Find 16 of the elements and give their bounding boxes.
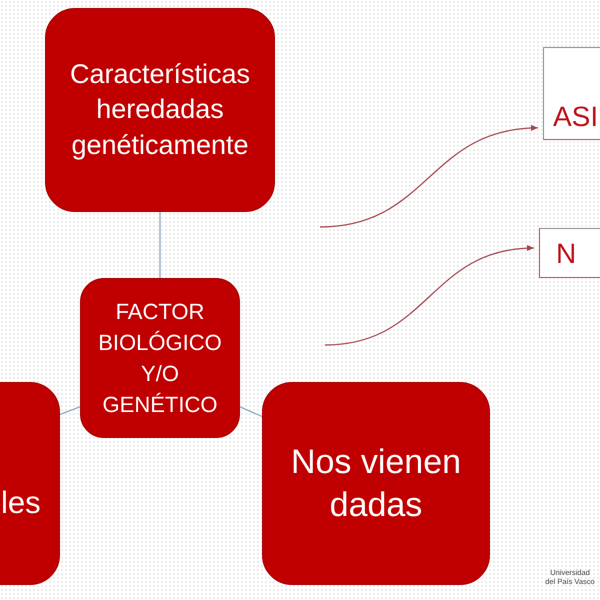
curved-arrow: [320, 125, 538, 228]
node-text: ASI: [553, 100, 598, 134]
node-text: FACTOR BIOLÓGICO Y/O GENÉTICO: [97, 298, 223, 420]
connector-line: [60, 406, 80, 416]
connector-line: [240, 406, 262, 418]
concept-box: [262, 382, 490, 585]
concept-box: [45, 8, 275, 212]
node-text: Nos vienen dadas: [290, 442, 462, 526]
outline-box: [543, 47, 600, 140]
node-text: Características heredadas genéticamente: [68, 58, 252, 162]
concept-box: [80, 278, 240, 438]
connector-line: [159, 212, 161, 278]
node-text: les: [1, 484, 41, 522]
outline-box: [539, 228, 600, 278]
node-text: N: [556, 237, 576, 271]
curved-arrow: [324, 246, 534, 346]
